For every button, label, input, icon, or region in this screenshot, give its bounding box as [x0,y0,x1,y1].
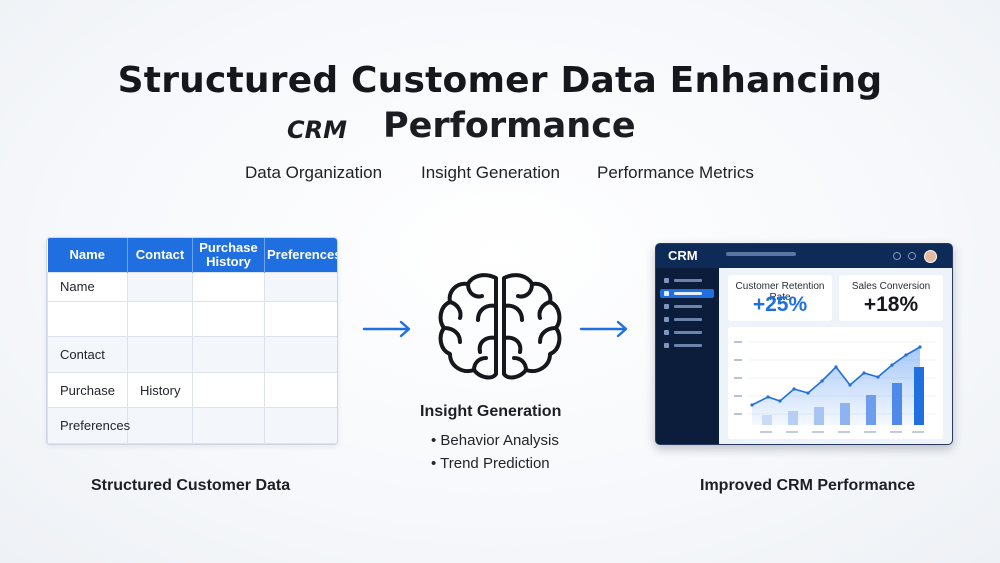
table-cell: History [127,371,193,409]
table-row: Purchase History [47,371,337,409]
subtitle-performance-metrics: Performance Metrics [597,163,754,182]
kpi-card-conversion[interactable]: Sales Conversion +18% [839,275,943,321]
sidebar-item[interactable] [660,276,714,285]
sidebar-item-icon [664,317,669,322]
performance-label: Performance [383,106,636,146]
sidebar-item-icon [664,278,669,283]
sidebar-item-icon [664,304,669,309]
kpi-value: +25% [752,293,808,316]
insight-generation-title: Insight Generation [420,403,562,420]
table-row: Preferences [47,407,337,444]
search-icon[interactable] [893,252,901,260]
table-header-preferences: Preferences [264,238,337,273]
sidebar-item[interactable] [660,302,714,311]
dashboard-sidebar [656,268,718,444]
kpi-label: Customer Retention Rate [735,281,825,303]
sidebar-item-label [674,344,702,347]
sidebar-item[interactable] [660,328,714,337]
table-header-name: Name [47,238,128,273]
sidebar-item-label [674,279,702,282]
main-title-line-1: Structured Customer Data Enhancing [117,60,883,101]
trend-area [752,347,920,425]
sidebar-item-icon [664,343,669,348]
table-cell [264,336,337,373]
growth-chart [734,341,936,433]
sidebar-item-icon [664,291,669,296]
table-cell [192,336,265,373]
sidebar-item-active[interactable] [660,289,714,298]
arrow-right-icon [362,320,411,338]
bullet-behavior-analysis: • Behavior Analysis [431,432,559,449]
table-cell [127,336,193,373]
table-cell [192,272,265,302]
bars [762,367,924,425]
sidebar-item[interactable] [660,315,714,324]
caption-structured-data: Structured Customer Data [91,477,291,494]
brain-icon [438,273,562,380]
bar [762,415,772,425]
settings-icon[interactable] [908,252,916,260]
table-cell [192,371,265,409]
y-axis-ticks [734,341,742,415]
dashboard-logo: CRM [668,248,698,263]
bar [840,403,850,425]
table-cell [264,272,337,302]
table-cell: Purchase [47,371,128,409]
growth-chart-card [728,327,943,439]
table-cell: Preferences [47,407,130,444]
table-cell [264,300,337,338]
table-cell [264,371,337,409]
kpi-value: +18% [863,293,919,316]
table-row: Contact [47,336,337,373]
crm-dashboard: CRM Customer Retention Rate +25% Sales C… [655,243,953,445]
kpi-label: Sales Conversion [851,281,931,292]
subtitle-insight-generation: Insight Generation [421,163,560,182]
bar [814,407,824,425]
bar [892,383,902,425]
table-cell [47,300,128,338]
avatar[interactable] [924,250,937,263]
sidebar-item-label [674,305,702,308]
main-title-line-2: CRM Performance [0,106,1000,150]
table-cell [192,407,265,444]
table-row: Name [47,272,337,302]
table-cell [127,407,193,444]
bar [788,411,798,425]
crm-label: CRM [287,116,347,144]
sidebar-item-label [674,318,702,321]
table-row [47,300,337,338]
arrow-right-icon [579,320,628,338]
sidebar-item[interactable] [660,341,714,350]
dashboard-nav-placeholder [726,252,796,256]
table-cell [127,272,193,302]
table-cell [264,407,337,444]
caption-improved-crm: Improved CRM Performance [700,477,916,494]
dashboard-main: Customer Retention Rate +25% Sales Conve… [719,268,952,444]
sidebar-item-label [674,331,702,334]
bar [914,367,924,425]
table-cell [127,300,193,338]
table-header-contact: Contact [127,238,193,273]
table-cell: Name [47,272,128,302]
sidebar-item-icon [664,330,669,335]
x-axis-ticks [760,431,924,433]
kpi-card-retention[interactable]: Customer Retention Rate +25% [728,275,832,321]
subtitle-data-organization: Data Organization [245,163,383,182]
trend-points [750,345,922,407]
bar [866,395,876,425]
table-cell [192,300,265,338]
table-cell: Contact [47,336,128,373]
sidebar-item-label [674,292,702,295]
dashboard-topbar: CRM [656,244,952,268]
bullet-trend-prediction: • Trend Prediction [431,455,550,472]
